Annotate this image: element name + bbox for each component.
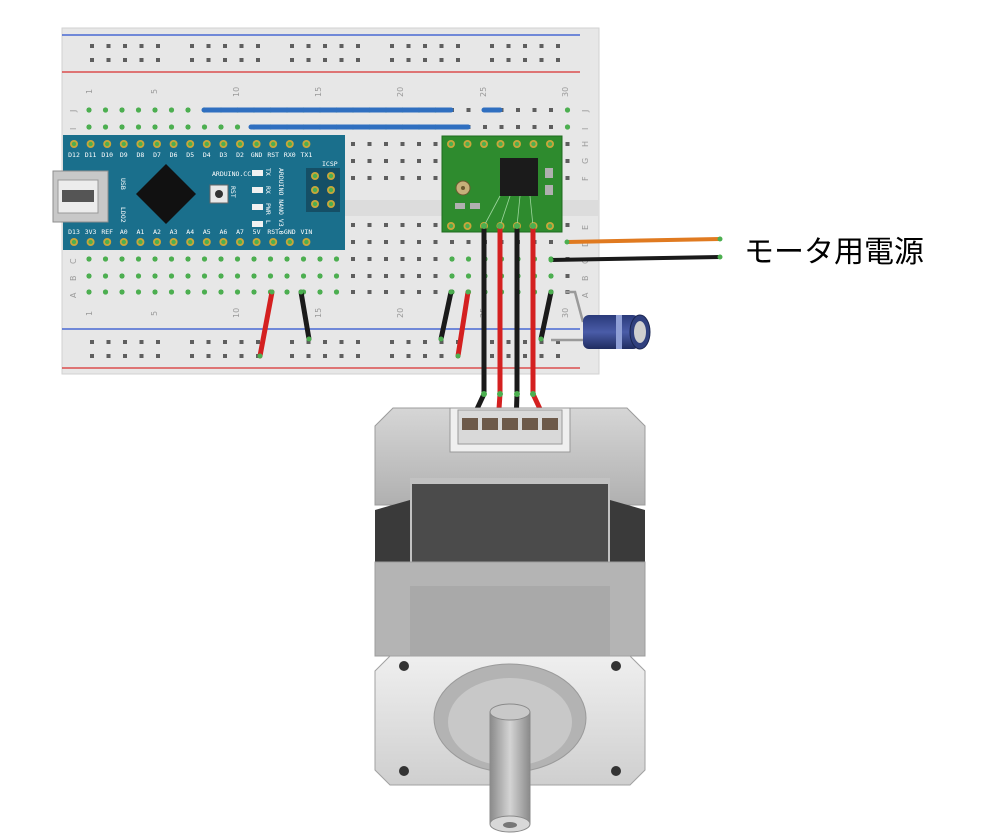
column-number: 20 bbox=[396, 308, 405, 318]
led-label: RX bbox=[264, 186, 272, 194]
motor-shaft bbox=[489, 703, 531, 833]
arduino-pin-label: 3V3 bbox=[85, 228, 97, 236]
usb-connector bbox=[52, 170, 109, 223]
row-letter: G bbox=[581, 158, 590, 164]
arduino-pin-label: D12 bbox=[68, 151, 80, 159]
led-label: TX bbox=[264, 168, 272, 176]
column-number: 25 bbox=[479, 87, 488, 97]
column-number: 5 bbox=[150, 311, 159, 316]
board-id-label: LDO2 bbox=[119, 207, 127, 223]
arduino-pin-label: REF bbox=[101, 228, 113, 236]
column-number: 15 bbox=[314, 87, 323, 97]
arduino-pin-label: A3 bbox=[170, 228, 178, 236]
led-label: PWR bbox=[264, 203, 272, 215]
rst-label: RST bbox=[229, 186, 237, 198]
bottom-power-rail bbox=[62, 328, 580, 369]
motor-power-wires bbox=[548, 236, 723, 263]
row-letter: J bbox=[69, 110, 78, 113]
arduino-pin-label: D8 bbox=[136, 151, 144, 159]
black-jumper bbox=[538, 289, 554, 342]
arduino-pin-label: TX1 bbox=[301, 151, 313, 159]
led-label: L bbox=[264, 220, 272, 224]
arduino-pin-label: A2 bbox=[153, 228, 161, 236]
arduino-pin-label: VIN bbox=[301, 228, 313, 236]
row-letter: I bbox=[581, 128, 590, 130]
status-leds bbox=[252, 170, 263, 227]
row-letter: A bbox=[581, 292, 590, 298]
arduino-pin-label: A6 bbox=[219, 228, 227, 236]
arduino-pin-label: GND bbox=[251, 151, 263, 159]
column-number: 10 bbox=[232, 308, 241, 318]
stepper-motor bbox=[374, 407, 646, 833]
arduino-pin-label: A4 bbox=[186, 228, 194, 236]
motor-connector bbox=[449, 407, 571, 453]
column-number: 1 bbox=[85, 311, 94, 316]
arduino-pin-label: D7 bbox=[153, 151, 161, 159]
arduino-pin-label: D4 bbox=[203, 151, 211, 159]
column-number: 15 bbox=[314, 308, 323, 318]
motor-power-label: モータ用電源 bbox=[744, 235, 924, 270]
stepper-driver-module bbox=[441, 135, 563, 233]
column-numbers-top: 1 5 10 15 20 25 30 bbox=[85, 87, 570, 97]
row-letter: B bbox=[69, 276, 78, 282]
row-letter: D bbox=[581, 241, 590, 247]
column-number: 1 bbox=[85, 89, 94, 94]
column-number: 30 bbox=[561, 87, 570, 97]
power-ground-wire bbox=[549, 255, 722, 262]
arduino-pin-label: RST bbox=[267, 228, 279, 236]
arduino-pin-label: A0 bbox=[120, 228, 128, 236]
arduino-nano-board: USB LDO2 ARDUINO.CC ARDUINO NANO V3.0 RS… bbox=[52, 135, 345, 250]
red-jumper bbox=[257, 289, 275, 359]
arduino-pin-label: A5 bbox=[203, 228, 211, 236]
arduino-pin-label: D10 bbox=[101, 151, 113, 159]
arduino-pin-label: 5V bbox=[253, 228, 261, 236]
arduino-pin-label: D9 bbox=[120, 151, 128, 159]
column-number: 10 bbox=[232, 87, 241, 97]
arduino-pin-label: GND bbox=[284, 228, 296, 236]
driver-chip bbox=[500, 158, 538, 196]
row-letter: H bbox=[581, 141, 590, 147]
reset-button bbox=[209, 184, 229, 204]
power-positive-wire bbox=[565, 237, 722, 244]
arduino-top-pin-row bbox=[70, 140, 311, 148]
row-letter: J bbox=[581, 110, 590, 113]
arduino-pin-label: RX0 bbox=[284, 151, 296, 159]
icsp-header bbox=[306, 168, 340, 212]
column-number: 20 bbox=[396, 87, 405, 97]
column-number: 5 bbox=[150, 89, 159, 94]
arduino-pin-label: A7 bbox=[236, 228, 244, 236]
arduino-pin-label: D3 bbox=[219, 151, 227, 159]
usb-label: USB bbox=[119, 178, 127, 190]
row-letter: I bbox=[69, 128, 78, 130]
model-label: ARDUINO NANO V3.0 bbox=[277, 168, 285, 235]
icsp-label: ICSP bbox=[322, 160, 338, 168]
microcontroller-chip bbox=[136, 164, 196, 224]
row-letter: F bbox=[581, 176, 590, 181]
black-jumper bbox=[438, 289, 454, 342]
arduino-pin-label: A1 bbox=[136, 228, 144, 236]
arduino-pin-label: D2 bbox=[236, 151, 244, 159]
arduino-pin-label: D11 bbox=[85, 151, 97, 159]
arduino-pin-label: RST bbox=[267, 151, 279, 159]
breadboard-jumpers bbox=[257, 289, 554, 359]
arduino-pin-label: D6 bbox=[170, 151, 178, 159]
row-letters-left: J I C B A bbox=[69, 110, 78, 298]
row-letter: A bbox=[69, 292, 78, 298]
arduino-pin-label: D13 bbox=[68, 228, 80, 236]
electrolytic-capacitor bbox=[551, 290, 651, 350]
row-letter: C bbox=[69, 258, 78, 264]
row-letter: B bbox=[581, 276, 590, 282]
black-jumper bbox=[298, 289, 312, 342]
brand-label: ARDUINO.CC bbox=[212, 170, 251, 178]
arduino-pin-label: D5 bbox=[186, 151, 194, 159]
arduino-bottom-pin-row bbox=[70, 238, 311, 246]
row-letter: E bbox=[581, 225, 590, 230]
top-power-rail bbox=[62, 34, 580, 73]
column-number: 30 bbox=[561, 308, 570, 318]
blue-jumper-wires bbox=[201, 107, 503, 130]
red-jumper bbox=[455, 289, 471, 359]
